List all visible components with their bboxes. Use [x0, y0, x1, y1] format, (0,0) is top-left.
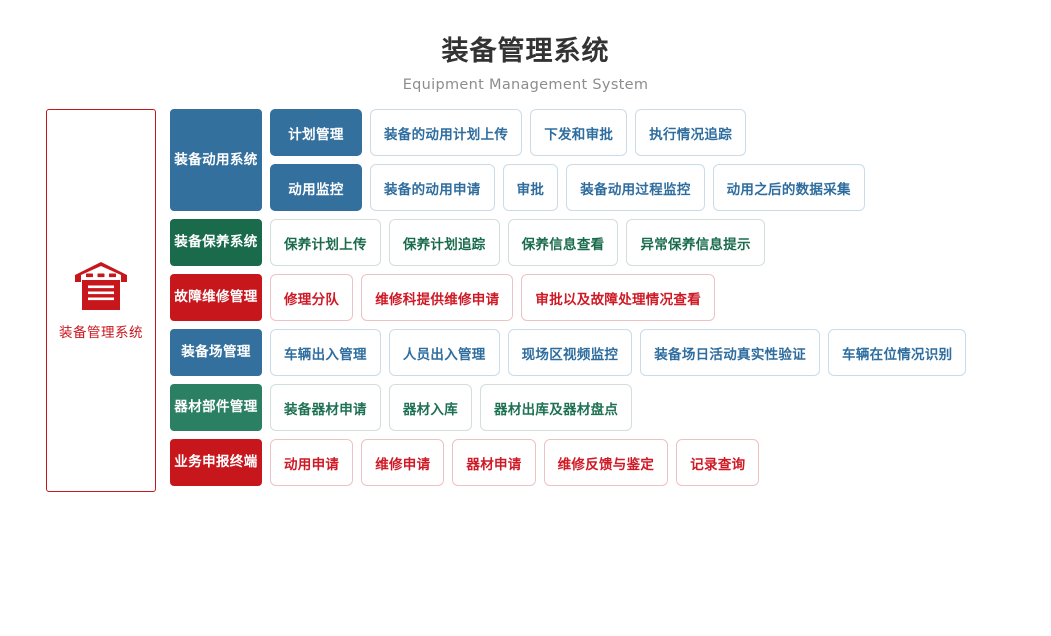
feature-button[interactable]: 动用申请 [270, 439, 354, 487]
subrow: 动用监控装备的动用申请审批装备动用过程监控动用之后的数据采集 [270, 164, 966, 212]
category-tile[interactable]: 装备场管理 [170, 329, 262, 377]
subcategory-tile[interactable]: 动用监控 [270, 164, 362, 212]
subrow-group: 计划管理装备的动用计划上传下发和审批执行情况追踪动用监控装备的动用申请审批装备动… [270, 109, 966, 212]
category-row: 故障维修管理修理分队维修科提供维修申请审批以及故障处理情况查看 [170, 274, 966, 322]
feature-button[interactable]: 审批 [502, 164, 559, 212]
feature-button[interactable]: 下发和审批 [530, 109, 628, 157]
category-tile[interactable]: 业务申报终端 [170, 439, 262, 487]
feature-button[interactable]: 动用之后的数据采集 [712, 164, 865, 212]
feature-button[interactable]: 装备动用过程监控 [566, 164, 705, 212]
feature-button[interactable]: 装备的动用申请 [370, 164, 495, 212]
category-tile[interactable]: 装备动用系统 [170, 109, 262, 212]
feature-button[interactable]: 保养信息查看 [507, 219, 619, 267]
feature-button[interactable]: 人员出入管理 [388, 329, 500, 377]
subrow: 计划管理装备的动用计划上传下发和审批执行情况追踪 [270, 109, 966, 157]
brand-panel: 装备管理系统 [46, 109, 156, 493]
feature-button[interactable]: 器材入库 [388, 384, 473, 432]
feature-button[interactable]: 保养计划追踪 [388, 219, 500, 267]
subrow: 动用申请维修申请器材申请维修反馈与鉴定记录查询 [270, 439, 966, 487]
feature-button[interactable]: 器材申请 [452, 439, 536, 487]
subrow-group: 车辆出入管理人员出入管理现场区视频监控装备场日活动真实性验证车辆在位情况识别 [270, 329, 967, 377]
category-row: 装备动用系统计划管理装备的动用计划上传下发和审批执行情况追踪动用监控装备的动用申… [170, 109, 966, 212]
subrow: 装备器材申请器材入库器材出库及器材盘点 [270, 384, 966, 432]
subrow-group: 动用申请维修申请器材申请维修反馈与鉴定记录查询 [270, 439, 966, 487]
feature-button[interactable]: 修理分队 [270, 274, 354, 322]
category-row: 装备保养系统保养计划上传保养计划追踪保养信息查看异常保养信息提示 [170, 219, 966, 267]
subrow: 车辆出入管理人员出入管理现场区视频监控装备场日活动真实性验证车辆在位情况识别 [270, 329, 967, 377]
brand-label: 装备管理系统 [59, 325, 143, 342]
feature-button[interactable]: 车辆在位情况识别 [828, 329, 967, 377]
subrow-group: 保养计划上传保养计划追踪保养信息查看异常保养信息提示 [270, 219, 966, 267]
category-tile[interactable]: 器材部件管理 [170, 384, 262, 432]
page-subtitle: Equipment Management System [402, 77, 649, 94]
feature-button[interactable]: 装备器材申请 [270, 384, 381, 432]
rows-container: 装备动用系统计划管理装备的动用计划上传下发和审批执行情况追踪动用监控装备的动用申… [170, 109, 967, 487]
feature-button[interactable]: 维修科提供维修申请 [361, 274, 514, 322]
subcategory-tile[interactable]: 计划管理 [270, 109, 362, 157]
page-header: 装备管理系统 Equipment Management System [0, 0, 1051, 93]
category-tile[interactable]: 故障维修管理 [170, 274, 262, 322]
subrow-group: 装备器材申请器材入库器材出库及器材盘点 [270, 384, 966, 432]
feature-button[interactable]: 记录查询 [676, 439, 760, 487]
category-row: 业务申报终端动用申请维修申请器材申请维修反馈与鉴定记录查询 [170, 439, 966, 487]
category-row: 装备场管理车辆出入管理人员出入管理现场区视频监控装备场日活动真实性验证车辆在位情… [170, 329, 967, 377]
feature-button[interactable]: 器材出库及器材盘点 [480, 384, 633, 432]
page-title: 装备管理系统 [441, 36, 610, 67]
feature-button[interactable]: 现场区视频监控 [507, 329, 633, 377]
feature-button[interactable]: 执行情况追踪 [635, 109, 747, 157]
category-tile[interactable]: 装备保养系统 [170, 219, 262, 267]
subrow: 保养计划上传保养计划追踪保养信息查看异常保养信息提示 [270, 219, 966, 267]
feature-button[interactable]: 维修申请 [361, 439, 445, 487]
subrow-group: 修理分队维修科提供维修申请审批以及故障处理情况查看 [270, 274, 966, 322]
architecture-diagram: 装备管理系统 装备动用系统计划管理装备的动用计划上传下发和审批执行情况追踪动用监… [0, 93, 1051, 493]
feature-button[interactable]: 车辆出入管理 [270, 329, 381, 377]
category-row: 器材部件管理装备器材申请器材入库器材出库及器材盘点 [170, 384, 966, 432]
feature-button[interactable]: 装备场日活动真实性验证 [640, 329, 821, 377]
warehouse-icon [73, 260, 129, 312]
feature-button[interactable]: 异常保养信息提示 [626, 219, 765, 267]
feature-button[interactable]: 维修反馈与鉴定 [543, 439, 669, 487]
feature-button[interactable]: 装备的动用计划上传 [370, 109, 523, 157]
feature-button[interactable]: 保养计划上传 [270, 219, 381, 267]
feature-button[interactable]: 审批以及故障处理情况查看 [521, 274, 716, 322]
subrow: 修理分队维修科提供维修申请审批以及故障处理情况查看 [270, 274, 966, 322]
